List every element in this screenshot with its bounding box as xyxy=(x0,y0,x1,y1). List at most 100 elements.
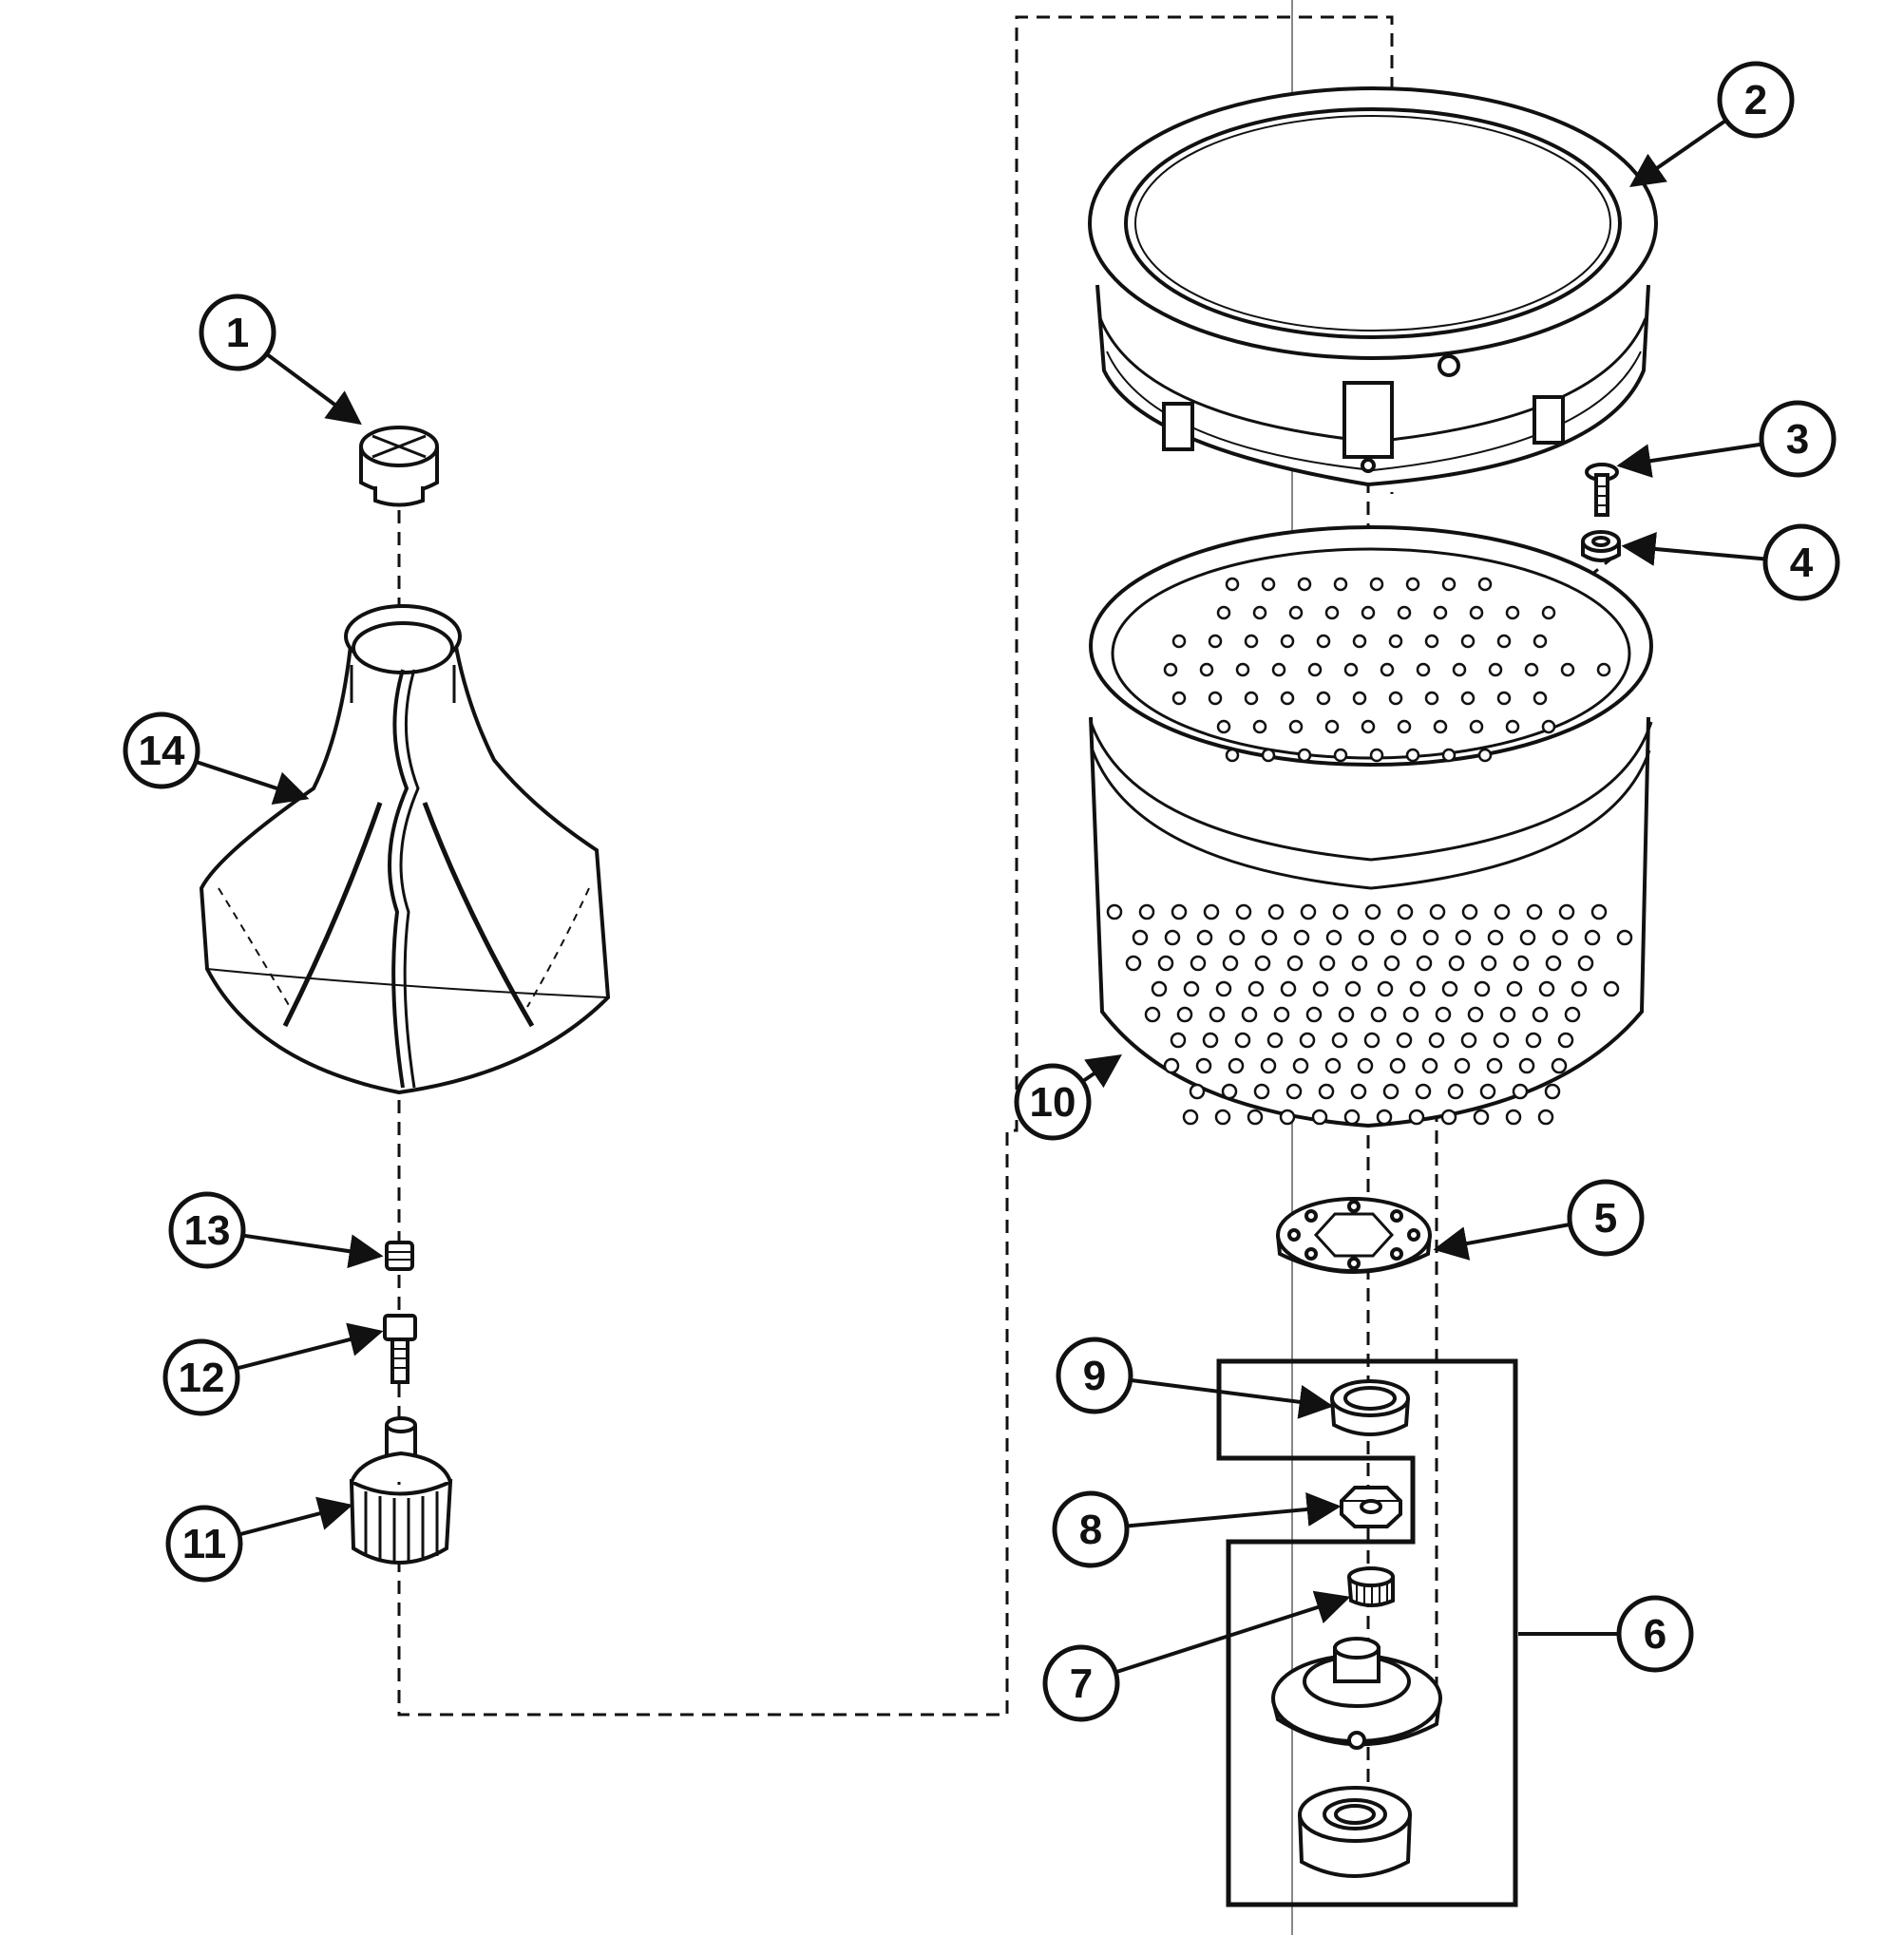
basket-hole xyxy=(1312,980,1329,997)
basket-hole xyxy=(1300,903,1317,920)
basket-hole xyxy=(1454,1057,1471,1074)
basket-hole xyxy=(1402,1006,1419,1023)
basket-hole xyxy=(1382,1083,1399,1100)
basket-hole xyxy=(1369,748,1384,763)
callout-label-10: 10 xyxy=(1030,1079,1076,1126)
basket-hole xyxy=(1467,1006,1484,1023)
basket-hole xyxy=(1157,955,1174,972)
callout-bubble-3 xyxy=(1759,400,1837,478)
basket-hole xyxy=(1499,1006,1516,1023)
basket-hole xyxy=(1596,662,1611,677)
basket-hole xyxy=(1190,955,1207,972)
basket-hole xyxy=(1441,980,1458,997)
basket-hole xyxy=(1324,1057,1342,1074)
part-bolt xyxy=(383,1314,417,1384)
callout-label-3: 3 xyxy=(1786,416,1809,463)
basket-hole xyxy=(1351,955,1368,972)
basket-hole xyxy=(1524,662,1539,677)
part-screw xyxy=(1585,463,1619,517)
basket-hole xyxy=(1532,1006,1549,1023)
basket-hole xyxy=(1203,903,1220,920)
callout-bubble-6 xyxy=(1616,1595,1694,1673)
basket-hole xyxy=(1261,748,1276,763)
basket-hole xyxy=(1357,1057,1374,1074)
callout-bubble-9 xyxy=(1056,1337,1133,1414)
callout-label-7: 7 xyxy=(1070,1660,1093,1707)
part-hub-flange xyxy=(1276,1197,1432,1274)
basket-hole xyxy=(1505,1109,1522,1126)
callout-label-13: 13 xyxy=(184,1207,231,1254)
basket-hole xyxy=(1537,1109,1554,1126)
callout-leader-1 xyxy=(265,352,362,426)
basket-hole xyxy=(1571,980,1588,997)
basket-hole xyxy=(1333,577,1348,592)
callout-label-11: 11 xyxy=(182,1521,227,1567)
basket-hole xyxy=(1228,929,1246,946)
basket-hole xyxy=(1469,605,1484,620)
basket-hole xyxy=(1460,691,1476,706)
basket-hole xyxy=(1343,662,1359,677)
basket-hole xyxy=(1397,903,1414,920)
basket-hole xyxy=(1221,1083,1238,1100)
basket-hole xyxy=(1560,662,1575,677)
basket-hole xyxy=(1164,929,1181,946)
basket-hole xyxy=(1388,691,1403,706)
basket-hole xyxy=(1214,1109,1231,1126)
basket-hole xyxy=(1235,903,1252,920)
basket-hole xyxy=(1252,719,1267,734)
basket-hole xyxy=(1332,903,1349,920)
basket-hole xyxy=(1189,1083,1206,1100)
callout-10: 10 xyxy=(1014,1053,1122,1141)
callout-leader-11 xyxy=(238,1496,353,1537)
basket-hole xyxy=(1252,605,1267,620)
basket-hole xyxy=(1616,929,1633,946)
agitator-axis-line xyxy=(397,15,1394,1717)
callout-bubble-2 xyxy=(1717,61,1795,139)
callout-5: 5 xyxy=(1433,1179,1645,1261)
basket-hole xyxy=(1324,719,1340,734)
basket-hole xyxy=(1235,662,1250,677)
basket-hole xyxy=(1331,1032,1348,1049)
part-coupling xyxy=(349,1416,453,1565)
basket-hole xyxy=(1273,1006,1290,1023)
basket-hole xyxy=(1171,903,1188,920)
basket-hole xyxy=(1170,1032,1187,1049)
part-small-nut xyxy=(385,1241,414,1271)
callout-13: 13 xyxy=(168,1191,384,1269)
basket-hole xyxy=(1293,929,1310,946)
basket-hole xyxy=(1299,1032,1316,1049)
basket-hole xyxy=(1364,903,1381,920)
basket-hole xyxy=(1125,955,1142,972)
basket-hole xyxy=(1222,955,1239,972)
basket-hole xyxy=(1333,748,1348,763)
basket-hole xyxy=(1361,605,1376,620)
basket-hole xyxy=(1352,691,1367,706)
basket-hole xyxy=(1247,980,1265,997)
basket-hole xyxy=(1261,929,1278,946)
basket-hole xyxy=(1325,929,1342,946)
basket-hole xyxy=(1280,634,1295,649)
basket-hole xyxy=(1526,903,1543,920)
basket-hole xyxy=(1505,719,1520,734)
callout-8: 8 xyxy=(1052,1490,1342,1568)
callout-1: 1 xyxy=(199,294,362,426)
basket-hole xyxy=(1577,955,1594,972)
basket-hole xyxy=(1199,662,1214,677)
callout-leader-10 xyxy=(1081,1053,1122,1089)
basket-hole xyxy=(1408,1109,1425,1126)
basket-hole xyxy=(1389,1057,1406,1074)
basket-hole xyxy=(1544,1083,1561,1100)
basket-hole xyxy=(1215,980,1232,997)
callout-3: 3 xyxy=(1616,400,1837,479)
basket-hole xyxy=(1512,1083,1529,1100)
basket-hole xyxy=(1266,1032,1284,1049)
basket-hole xyxy=(1288,605,1304,620)
basket-hole xyxy=(1228,1057,1245,1074)
basket-hole xyxy=(1493,1032,1510,1049)
basket-hole xyxy=(1380,662,1395,677)
basket-hole xyxy=(1513,955,1530,972)
part-lower-bearing xyxy=(1298,1786,1412,1878)
basket-hole xyxy=(1424,691,1439,706)
